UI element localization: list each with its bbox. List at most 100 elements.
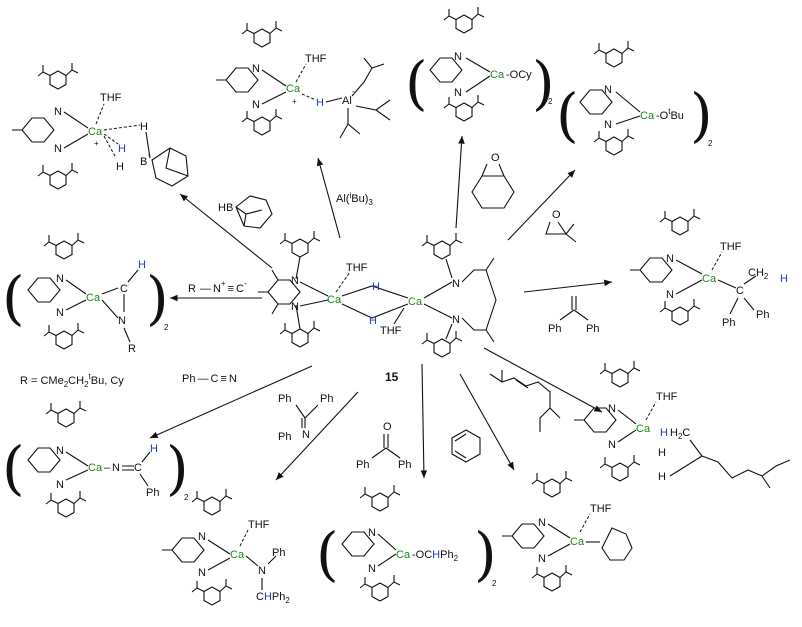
svg-text:N: N	[258, 565, 266, 577]
svg-text:N: N	[454, 87, 462, 99]
svg-text:Ph: Ph	[320, 393, 333, 405]
svg-text:Ca: Ca	[88, 126, 103, 138]
svg-text:N: N	[538, 517, 546, 529]
svg-text:-: -	[352, 87, 355, 96]
arrow-to-alkoxide	[420, 363, 428, 479]
compound-15: N N Ca THF H H Ca THF N N 15	[258, 230, 497, 384]
bridging-hydride: H	[372, 281, 380, 293]
svg-text:C: C	[736, 285, 744, 297]
svg-text:R = CMe2CH2tBu, Cy: R = CMe2CH2tBu, Cy	[20, 372, 124, 389]
product-myrcene-allyl: N N Ca THF H H2C H H	[574, 360, 791, 489]
svg-text:+: +	[94, 139, 99, 148]
svg-text:H: H	[138, 259, 146, 271]
reagent-myrcene	[489, 370, 561, 432]
svg-text:Ph: Ph	[756, 309, 769, 321]
svg-text:N: N	[368, 527, 376, 539]
reagent-isonitrile: R—N+≡C-	[188, 279, 247, 295]
svg-text:Ph: Ph	[398, 459, 411, 471]
svg-text:H: H	[780, 273, 788, 285]
svg-text:2: 2	[492, 579, 497, 588]
product-diphenylethyl: N N Ca THF C CH2 H Ph Ph	[630, 208, 788, 329]
svg-text:+: +	[292, 97, 297, 106]
svg-text:R—N+≡C-: R—N+≡C-	[188, 279, 247, 295]
svg-text:Ca: Ca	[286, 83, 301, 95]
svg-text:N: N	[666, 289, 674, 301]
svg-text:N: N	[118, 315, 126, 327]
svg-text:(: (	[405, 49, 428, 117]
product-alkoxide-dimer: ( N N Ca -OCHPh2 ) 2	[316, 484, 497, 602]
svg-text:O: O	[491, 152, 500, 164]
svg-text:Ph: Ph	[272, 547, 285, 559]
svg-text:2: 2	[184, 493, 189, 502]
svg-text:N: N	[56, 445, 64, 457]
svg-text:(: (	[2, 264, 25, 332]
product-otbu-dimer: ( N N Ca -OtBu ) 2	[556, 40, 713, 156]
svg-text:Ph—C≡N: Ph—C≡N	[182, 373, 237, 385]
product-alkylaluminate: N N Ca + THF H Al -	[216, 20, 391, 139]
svg-text:H: H	[316, 97, 324, 109]
reagent-benzonitrile: Ph—C≡N	[182, 373, 237, 385]
svg-text:N: N	[112, 462, 120, 474]
product-imine-dimer: ( N N Ca – N C H Ph ) 2	[2, 400, 189, 518]
isonitrile-r-definition: R = CMe2CH2tBu, Cy	[20, 372, 124, 389]
svg-text:Ph: Ph	[586, 323, 599, 335]
product-hbbn: N N Ca + THF H H B - H	[12, 62, 189, 190]
svg-text:-OCy: -OCy	[506, 69, 532, 81]
svg-text:N: N	[368, 563, 376, 575]
arrow-to-otbu	[507, 169, 576, 241]
svg-text:R: R	[128, 343, 136, 355]
svg-text:(: (	[2, 434, 25, 502]
n-atom: N	[291, 275, 299, 287]
svg-text:THF: THF	[656, 391, 678, 403]
bridging-hydride: H	[369, 315, 377, 327]
svg-text:O: O	[552, 209, 561, 221]
svg-text:Ca: Ca	[88, 462, 103, 474]
svg-text:B: B	[140, 156, 147, 168]
ca-atom-left: Ca	[327, 294, 342, 306]
n-atom: N	[291, 301, 299, 313]
product-cyclohexadienyl: N N Ca THF	[502, 470, 633, 592]
svg-text:THF: THF	[248, 519, 270, 531]
arrow-to-hbbn	[179, 193, 273, 269]
arrow-to-myrcene	[483, 347, 603, 413]
svg-text:THF: THF	[720, 241, 742, 253]
svg-text:Ph: Ph	[278, 431, 291, 443]
svg-text:2: 2	[548, 97, 553, 106]
svg-text:N: N	[54, 106, 62, 118]
product-amide: N N Ca THF N Ph CHPh2	[162, 488, 290, 606]
svg-text:-OCHPh2: -OCHPh2	[412, 549, 459, 563]
svg-text:H: H	[660, 427, 668, 439]
svg-text:): )	[690, 81, 713, 149]
svg-text:N: N	[608, 403, 616, 415]
svg-text:Al: Al	[342, 95, 352, 107]
compound-number: 15	[385, 370, 399, 384]
svg-text:Ph: Ph	[146, 487, 159, 499]
svg-text:-OtBu: -OtBu	[656, 107, 684, 122]
product-isonitrile-dimer: ( N N Ca C H N R ) 2	[2, 232, 169, 355]
svg-text:): )	[146, 264, 169, 332]
n-atom: N	[452, 278, 460, 290]
svg-text:N: N	[666, 253, 674, 265]
svg-text:THF: THF	[305, 53, 327, 65]
arrow-to-amide	[275, 391, 359, 481]
arrow-to-chd	[459, 373, 515, 471]
svg-text:): )	[166, 434, 189, 502]
svg-text:N: N	[54, 143, 62, 155]
svg-text:N: N	[56, 479, 64, 491]
reagent-cyclohexene-oxide: O	[471, 152, 515, 209]
svg-text:CHPh2: CHPh2	[256, 591, 290, 605]
svg-text:Ca: Ca	[636, 423, 651, 435]
svg-text:Ca: Ca	[396, 549, 411, 561]
arrow-to-ocy	[455, 135, 465, 229]
svg-text:2: 2	[164, 323, 169, 332]
svg-text:N: N	[454, 51, 462, 63]
svg-text:C: C	[134, 462, 142, 474]
svg-text:N: N	[252, 99, 260, 111]
svg-text:N: N	[198, 567, 206, 579]
svg-text:Ph: Ph	[356, 459, 369, 471]
svg-text:THF: THF	[100, 92, 122, 104]
svg-text:C: C	[120, 283, 128, 295]
svg-text:(: (	[556, 81, 579, 149]
svg-text:N: N	[198, 531, 206, 543]
svg-text:Ca: Ca	[640, 110, 655, 122]
